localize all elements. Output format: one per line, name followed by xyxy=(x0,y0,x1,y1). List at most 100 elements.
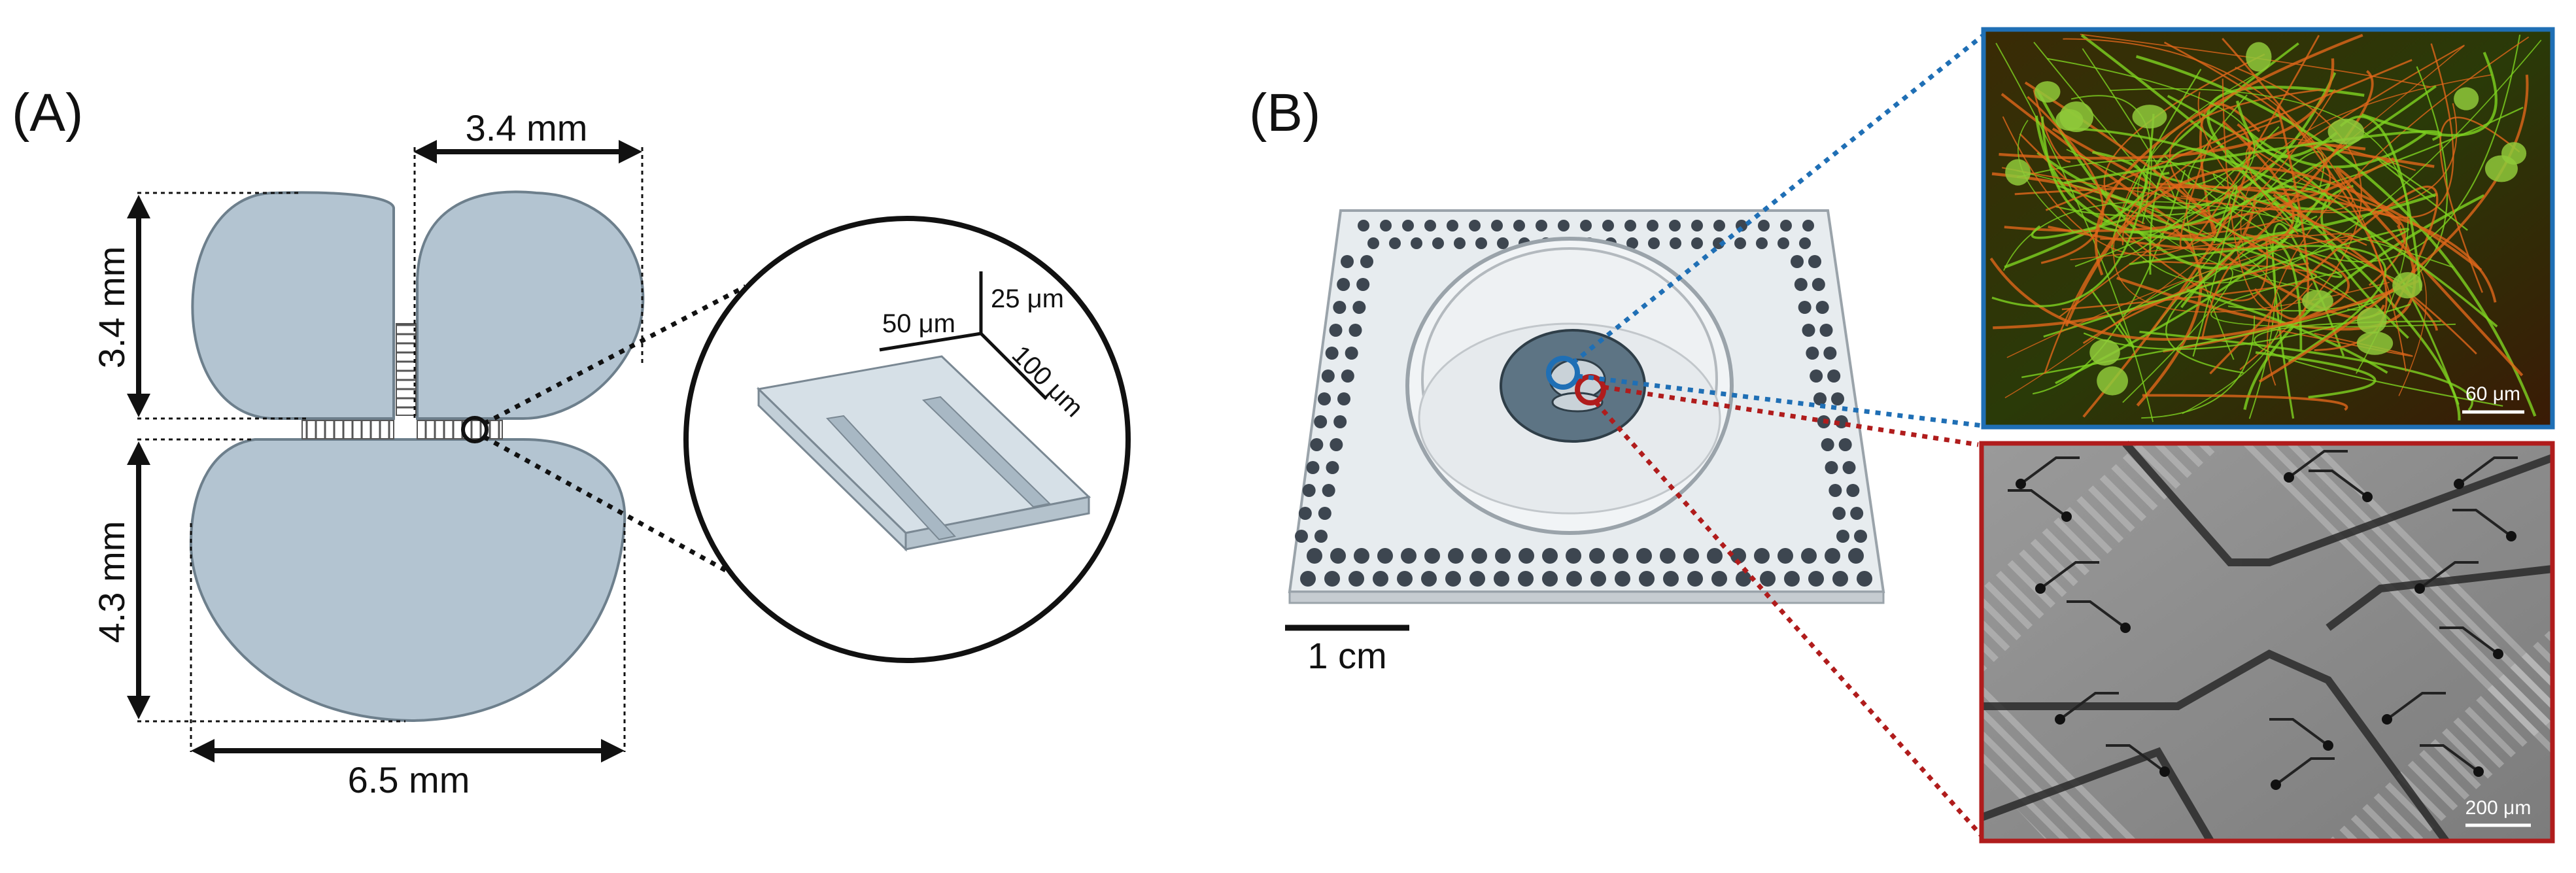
electrode-pad xyxy=(1760,571,1776,587)
electrode-pad xyxy=(1799,237,1811,249)
electrode-pad xyxy=(1756,237,1768,249)
chamber-upper-right xyxy=(416,190,645,420)
electrode-pad xyxy=(1306,461,1320,474)
electrode-track xyxy=(2420,744,2480,773)
electrode-pad xyxy=(1337,392,1350,405)
electrode-pad xyxy=(1469,571,1485,587)
electrode-pad xyxy=(1380,220,1392,231)
neurite xyxy=(2209,185,2439,375)
electrode-pad xyxy=(1636,548,1652,564)
groove-left xyxy=(825,415,956,541)
chamber-upper-left xyxy=(191,191,395,420)
electrode-pad xyxy=(1348,324,1362,337)
electrode-pad xyxy=(1823,347,1837,360)
electrode-track xyxy=(2008,489,2068,518)
electrode-pad xyxy=(1660,548,1675,564)
electrode-pad xyxy=(1298,507,1312,520)
electrode xyxy=(2473,766,2484,777)
electrode-pad xyxy=(1333,301,1347,314)
electrode-pad xyxy=(1491,220,1503,231)
electrode-pad xyxy=(1670,237,1681,249)
electrode-pad xyxy=(1445,571,1461,587)
electrode xyxy=(2271,779,2281,790)
electrode xyxy=(2284,472,2294,483)
neurite xyxy=(2361,52,2498,137)
axis-y-label: 25 μm xyxy=(991,284,1064,313)
neurite xyxy=(2070,233,2353,261)
electrode-track xyxy=(2452,509,2513,538)
electrode-pad xyxy=(1377,548,1393,564)
electrode-pad xyxy=(1322,484,1335,497)
neurite xyxy=(2255,351,2377,399)
neurite xyxy=(2250,43,2454,218)
zoom-line-top xyxy=(483,284,747,426)
electrode-pad xyxy=(1736,571,1751,587)
electrode-pad xyxy=(1808,255,1821,268)
electrode-pad xyxy=(1832,507,1846,520)
electrode-pad xyxy=(1669,220,1681,231)
electrode xyxy=(2016,479,2026,489)
electrode-pad xyxy=(1827,369,1841,383)
electrode xyxy=(2506,531,2516,541)
electrode xyxy=(2061,511,2072,522)
electrode-pad xyxy=(1794,278,1808,291)
electrode-pad xyxy=(1808,571,1824,587)
electrode-pad xyxy=(1613,548,1628,564)
neurite xyxy=(2043,228,2410,338)
cell-body xyxy=(2392,272,2423,299)
horizontal-microchannels-left xyxy=(301,420,394,439)
electrode-pad xyxy=(1687,571,1703,587)
neurite xyxy=(2103,53,2265,225)
neurite xyxy=(2094,33,2363,276)
neurite xyxy=(2004,45,2464,398)
cell-body xyxy=(2327,118,2365,145)
electrode-pad xyxy=(1857,571,1872,587)
electrode-pad xyxy=(1615,571,1630,587)
electrode-tracks xyxy=(2008,450,2518,790)
neurite xyxy=(2027,95,2104,264)
top-scale-label: 60 μm xyxy=(2465,383,2520,405)
neurite xyxy=(2065,166,2482,327)
neurite xyxy=(2035,88,2331,270)
electrode-pad xyxy=(1330,548,1346,564)
electrode-pad xyxy=(1424,548,1440,564)
electrode-pad xyxy=(1358,220,1369,231)
electrode-pad xyxy=(1424,220,1436,231)
electrode-pad xyxy=(1754,548,1770,564)
axis-x-label: 50 μm xyxy=(882,309,955,338)
electrode-pad xyxy=(1494,571,1509,587)
neurite xyxy=(2068,127,2498,328)
neurite xyxy=(2267,36,2530,386)
electrode-pad xyxy=(1324,571,1340,587)
neurite xyxy=(2339,115,2422,291)
neurite xyxy=(2002,89,2336,256)
neurite xyxy=(2066,148,2361,311)
dim-lower-height: 4.3 mm xyxy=(91,521,132,643)
electrode-pad xyxy=(1713,220,1725,231)
neurite xyxy=(2141,315,2256,419)
electrode-pad xyxy=(1832,571,1848,587)
electrode-pad xyxy=(1397,571,1413,587)
electrode-pad xyxy=(1798,301,1812,314)
neurite xyxy=(2186,184,2241,360)
electrode-pad xyxy=(1624,220,1636,231)
electrode-pad xyxy=(1341,369,1354,383)
electrode-pad xyxy=(1314,530,1328,543)
electrode xyxy=(2055,714,2065,725)
neurite xyxy=(2064,130,2442,184)
electrode-pad xyxy=(1432,237,1444,249)
neurite xyxy=(2254,320,2503,407)
electrode-pad xyxy=(1307,548,1322,564)
electrode-pad xyxy=(1402,220,1414,231)
electrode-pad xyxy=(1802,324,1815,337)
electrode xyxy=(2362,492,2373,502)
cell-body xyxy=(2059,101,2094,133)
electrode-track xyxy=(2309,470,2369,498)
electrode-track xyxy=(2269,718,2329,747)
neurite xyxy=(2258,75,2529,383)
neurite-network xyxy=(1989,33,2542,422)
neurite xyxy=(2135,55,2537,417)
neurite xyxy=(2186,288,2388,374)
electrode-track xyxy=(2418,561,2479,590)
electrode-track xyxy=(2059,692,2119,721)
